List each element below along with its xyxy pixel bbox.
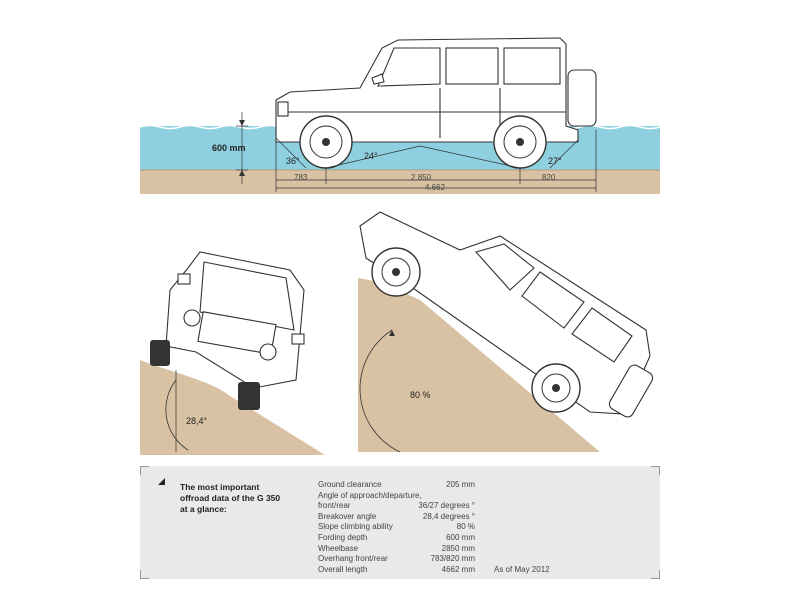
side-front-wheel — [299, 115, 353, 169]
breakover-angle-label: 24° — [364, 151, 378, 161]
climb-slope — [358, 278, 600, 452]
departure-angle-label: 27° — [548, 156, 562, 166]
approach-angle-label: 36° — [286, 156, 300, 166]
front-view-tires — [150, 340, 260, 410]
climb-rear-wheel — [531, 363, 581, 413]
front-view-slope — [140, 360, 325, 455]
arrow-icon — [158, 478, 165, 485]
dim-overall-length: 4.662 — [425, 183, 446, 192]
fording-depth-label: 600 mm — [212, 143, 246, 153]
slope-label: 80 % — [410, 390, 431, 400]
dim-rear-overhang: 820 — [542, 173, 556, 182]
dim-wheelbase: 2.850 — [411, 173, 432, 182]
vehicle-side-outline — [275, 37, 597, 143]
offroad-data-panel: The most important offroad data of the G… — [140, 466, 660, 579]
side-rear-wheel — [493, 115, 547, 169]
data-row: Angle of approach/departure, — [318, 490, 422, 500]
climb-front-wheel — [371, 247, 421, 297]
dim-front-overhang: 783 — [294, 173, 308, 182]
vehicle-climb-outline — [359, 211, 654, 418]
vehicle-front-outline — [165, 251, 305, 389]
ground-band — [140, 170, 660, 194]
panel-heading: The most important offroad data of the G… — [180, 482, 281, 514]
tilt-angle-label: 28,4° — [186, 416, 208, 426]
